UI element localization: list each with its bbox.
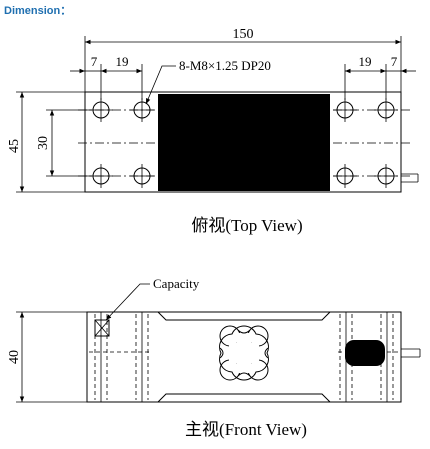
- dimension-height: 45: [7, 139, 22, 153]
- top-view-gauge-cover: [158, 94, 330, 191]
- dimension-hole-spacing: 30: [36, 136, 51, 150]
- dimension-left-pitch: 19: [116, 54, 129, 69]
- front-view-bottom-recess: [157, 393, 331, 403]
- front-view-caption: 主视(Front View): [185, 420, 307, 439]
- dimension-left-edge: 7: [91, 54, 98, 69]
- dimension-front-height: 40: [7, 350, 22, 364]
- top-view-body-outline: [84, 91, 402, 193]
- dimension-right-edge: 7: [391, 54, 398, 69]
- capacity-label: Capacity: [153, 276, 200, 291]
- top-view: 150 7 19 19 7 8-M8×1.25 DP20 45: [7, 27, 419, 235]
- front-view: Capacity 40 主视(Front View): [7, 276, 421, 439]
- capacity-leader: [105, 283, 150, 321]
- front-view-top-recess: [157, 311, 331, 321]
- capacity-label-box: [94, 319, 110, 337]
- dimension-overall-length: 150: [233, 27, 254, 42]
- thread-callout-leader: [145, 65, 176, 105]
- dimension-heading: Dimension：: [4, 5, 72, 17]
- flexure-cutout: [219, 325, 269, 381]
- mounting-holes-left: [89, 98, 154, 188]
- thread-callout: 8-M8×1.25 DP20: [179, 58, 271, 73]
- dimension-right-pitch: 19: [359, 54, 372, 69]
- cable-gland: [345, 340, 385, 366]
- mounting-holes-right: [333, 98, 398, 188]
- top-view-caption: 俯视(Top View): [191, 216, 302, 235]
